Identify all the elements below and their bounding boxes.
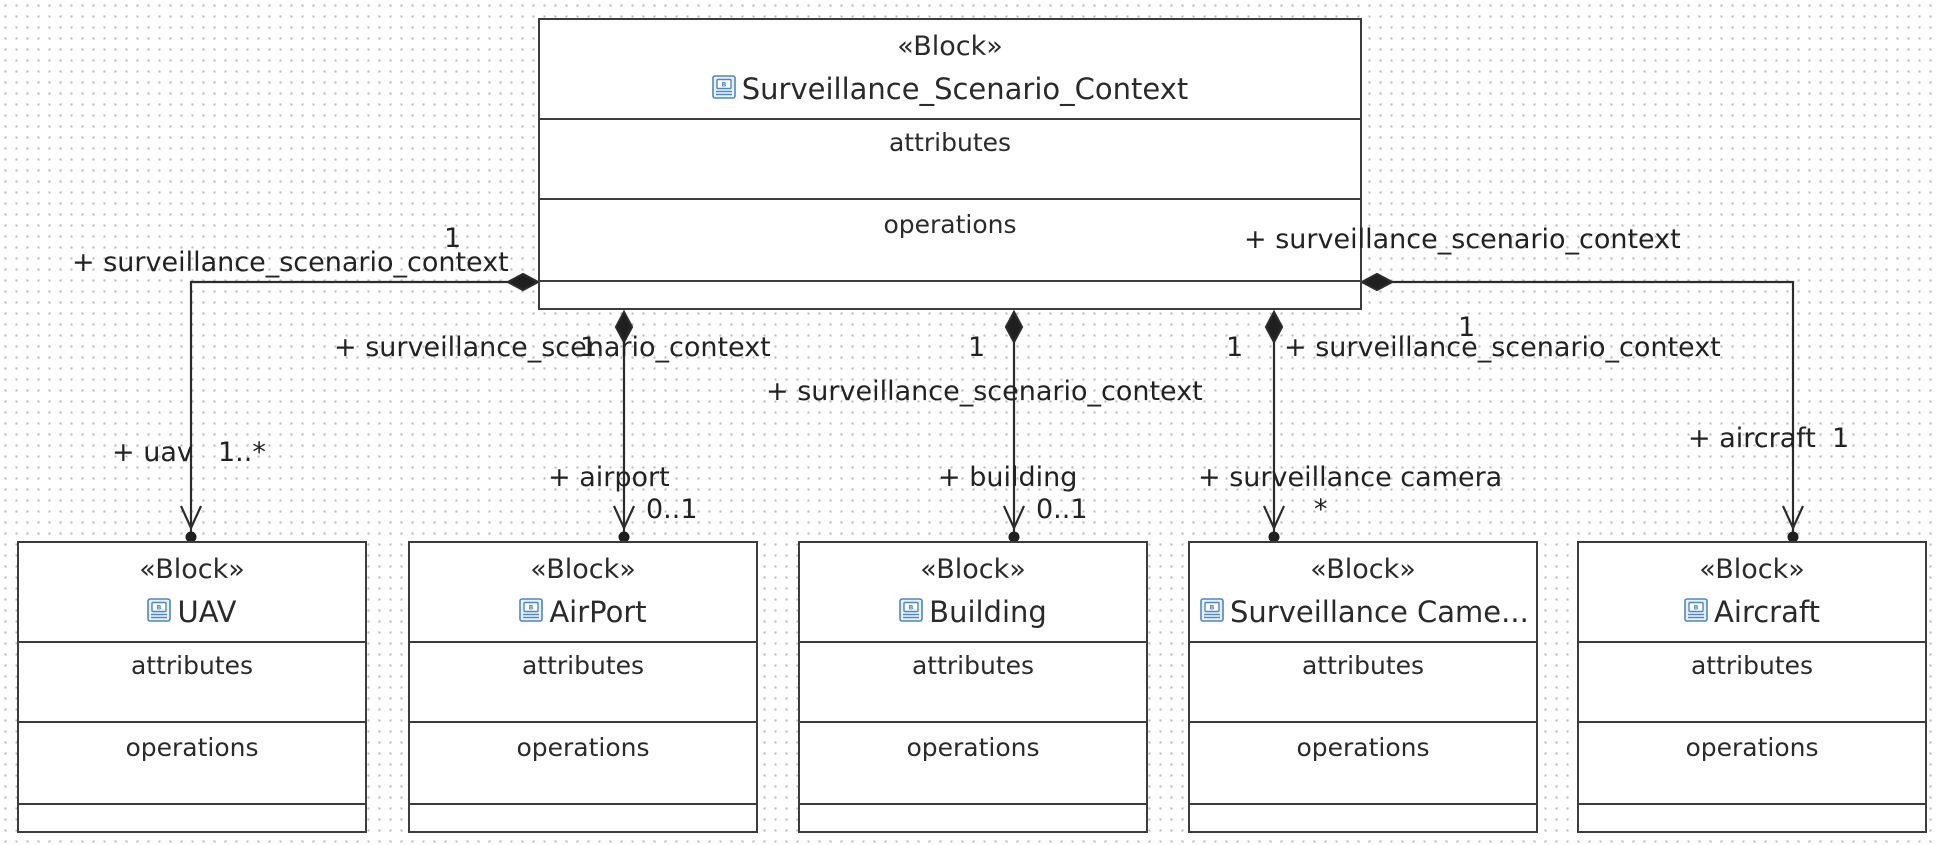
association-aircraft[interactable] bbox=[1359, 272, 1805, 543]
operations-label: operations bbox=[906, 733, 1040, 762]
operations-label: operations bbox=[1296, 733, 1430, 762]
block-name: Building bbox=[800, 591, 1146, 631]
operations-label: operations bbox=[125, 733, 259, 762]
attributes-label: attributes bbox=[911, 651, 1035, 680]
composition-diamond bbox=[1359, 272, 1395, 292]
block-name: AirPort bbox=[410, 591, 756, 631]
open-arrow-head bbox=[1262, 505, 1286, 531]
block-stereotype: «Block» bbox=[897, 31, 1003, 62]
block-stereotype: «Block» bbox=[1699, 554, 1805, 585]
attributes-compartment[interactable]: attributes bbox=[19, 641, 365, 723]
attributes-compartment[interactable]: attributes bbox=[410, 641, 756, 723]
block-name: Surveillance Came... bbox=[1190, 591, 1536, 631]
open-arrow-head bbox=[612, 505, 636, 531]
block-stereotype: «Block» bbox=[1310, 554, 1416, 585]
block-name: Aircraft bbox=[1579, 591, 1925, 631]
block-name: Surveillance_Scenario_Context bbox=[540, 68, 1360, 108]
operations-label: operations bbox=[1685, 733, 1819, 762]
block-header: «Block» AirPort bbox=[410, 543, 756, 643]
end-dot bbox=[1268, 531, 1280, 543]
block-header: «Block» Aircraft bbox=[1579, 543, 1925, 643]
block-footer bbox=[1190, 805, 1536, 831]
block-name: UAV bbox=[19, 591, 365, 631]
open-arrow-head bbox=[179, 505, 203, 531]
composition-diamond bbox=[1004, 309, 1024, 345]
attributes-label: attributes bbox=[130, 651, 254, 680]
block-header: «Block» Building bbox=[800, 543, 1146, 643]
block-footer bbox=[410, 805, 756, 831]
operations-compartment[interactable]: operations bbox=[1579, 723, 1925, 805]
operations-label: operations bbox=[883, 210, 1017, 239]
uav-block[interactable]: «Block» UAV attributes operations bbox=[17, 541, 367, 833]
end-dot bbox=[185, 531, 197, 543]
operations-label: operations bbox=[516, 733, 650, 762]
block-name-label: Surveillance_Scenario_Context bbox=[741, 72, 1189, 106]
block-icon bbox=[147, 598, 171, 622]
attributes-compartment[interactable]: attributes bbox=[540, 118, 1360, 200]
block-name-label: UAV bbox=[177, 595, 237, 629]
block-footer bbox=[1579, 805, 1925, 831]
attributes-compartment[interactable]: attributes bbox=[1579, 641, 1925, 723]
block-name-label: AirPort bbox=[549, 595, 647, 629]
end-dot bbox=[618, 531, 630, 543]
block-icon bbox=[899, 598, 923, 622]
airport-block[interactable]: «Block» AirPort attributes operations bbox=[408, 541, 758, 833]
composition-diamond bbox=[1264, 309, 1284, 345]
block-stereotype: «Block» bbox=[920, 554, 1026, 585]
connector-line bbox=[1392, 280, 1795, 537]
operations-compartment[interactable]: operations bbox=[540, 200, 1360, 282]
end-dot bbox=[1787, 531, 1799, 543]
block-icon bbox=[1684, 598, 1708, 622]
attributes-label: attributes bbox=[521, 651, 645, 680]
block-icon bbox=[519, 598, 543, 622]
association-camera[interactable] bbox=[1262, 309, 1286, 543]
connector-line bbox=[189, 280, 508, 537]
block-name-label: Aircraft bbox=[1714, 595, 1820, 629]
composition-diamond bbox=[505, 272, 541, 292]
attributes-label: attributes bbox=[888, 128, 1012, 157]
attributes-label: attributes bbox=[1690, 651, 1814, 680]
aircraft-block[interactable]: «Block» Aircraft attributes operations bbox=[1577, 541, 1927, 833]
operations-compartment[interactable]: operations bbox=[800, 723, 1146, 805]
attributes-compartment[interactable]: attributes bbox=[1190, 641, 1536, 723]
operations-compartment[interactable]: operations bbox=[19, 723, 365, 805]
operations-compartment[interactable]: operations bbox=[410, 723, 756, 805]
association-uav[interactable] bbox=[179, 272, 541, 543]
block-header: «Block» Surveillance Came... bbox=[1190, 543, 1536, 643]
open-arrow-head bbox=[1781, 505, 1805, 531]
composition-diamond bbox=[614, 309, 634, 345]
block-footer bbox=[540, 282, 1360, 308]
block-header: «Block» UAV bbox=[19, 543, 365, 643]
block-name-label: Building bbox=[929, 595, 1047, 629]
block-footer bbox=[19, 805, 365, 831]
association-airport[interactable] bbox=[612, 309, 636, 543]
attributes-compartment[interactable]: attributes bbox=[800, 641, 1146, 723]
block-stereotype: «Block» bbox=[139, 554, 245, 585]
context-block[interactable]: «Block» Surveillance_Scenario_Context at… bbox=[538, 18, 1362, 310]
block-header: «Block» Surveillance_Scenario_Context bbox=[540, 20, 1360, 120]
building-block[interactable]: «Block» Building attributes operations bbox=[798, 541, 1148, 833]
surveillance-camera-block[interactable]: «Block» Surveillance Came... attributes … bbox=[1188, 541, 1538, 833]
open-arrow-head bbox=[1002, 505, 1026, 531]
end-dot bbox=[1008, 531, 1020, 543]
association-building[interactable] bbox=[1002, 309, 1026, 543]
block-name-label: Surveillance Came... bbox=[1230, 595, 1529, 629]
block-icon bbox=[712, 75, 736, 99]
operations-compartment[interactable]: operations bbox=[1190, 723, 1536, 805]
block-footer bbox=[800, 805, 1146, 831]
attributes-label: attributes bbox=[1301, 651, 1425, 680]
block-stereotype: «Block» bbox=[530, 554, 636, 585]
block-icon bbox=[1200, 598, 1224, 622]
